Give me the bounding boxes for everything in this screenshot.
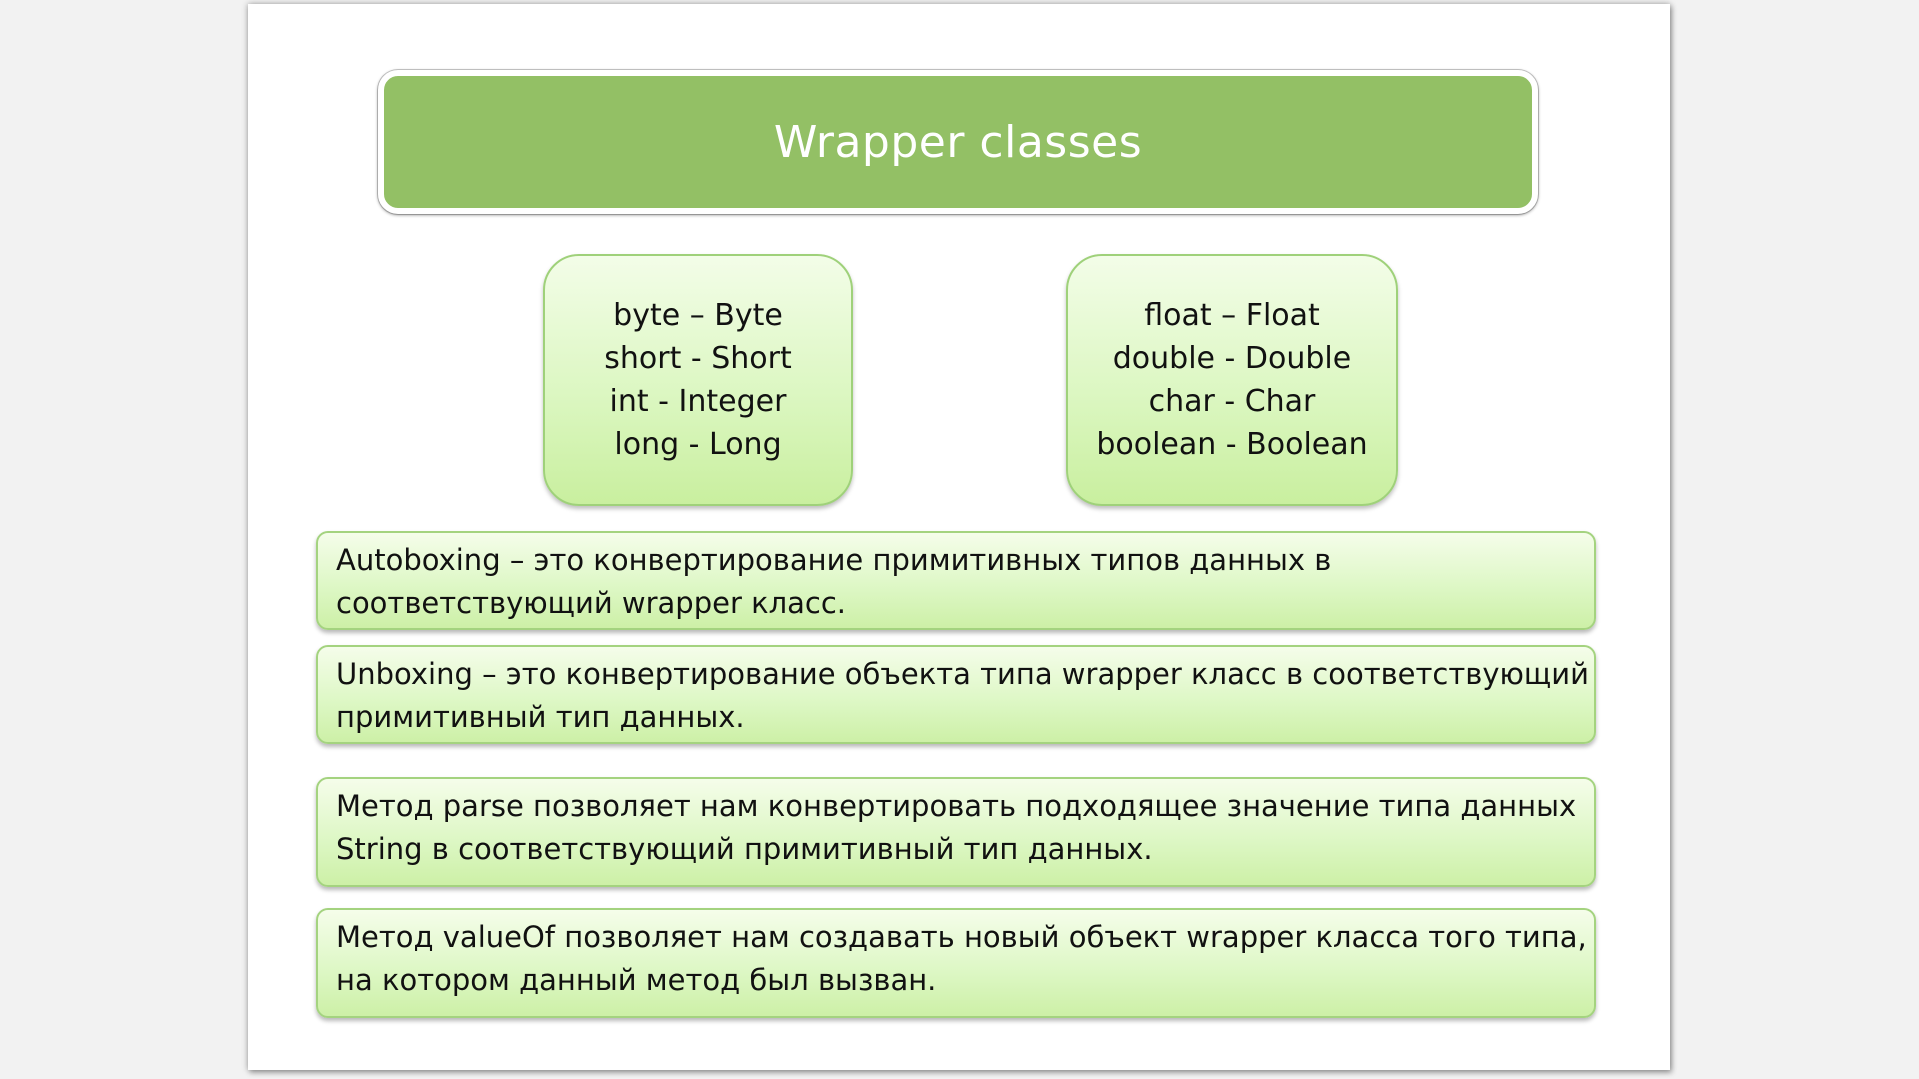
valueof-method-definition-box: Метод valueOf позволяет нам создавать но… [316, 908, 1596, 1018]
type-pair: boolean - Boolean [1096, 427, 1368, 462]
type-pair: long - Long [614, 427, 782, 462]
definition-line: соответствующий wrapper класс. [336, 586, 847, 620]
definition-line: на котором данный метод был вызван. [336, 963, 937, 997]
definition-line: Autoboxing – это конвертирование примити… [336, 543, 1332, 577]
autoboxing-definition-box: Autoboxing – это конвертирование примити… [316, 531, 1596, 630]
type-pair: int - Integer [609, 384, 787, 419]
type-pair: char - Char [1148, 384, 1316, 419]
slide-title: Wrapper classes [773, 116, 1143, 168]
definition-line: Unboxing – это конвертирование объекта т… [336, 657, 1589, 691]
definition-line: примитивный тип данных. [336, 700, 745, 734]
parse-method-definition-box: Метод parse позволяет нам конвертировать… [316, 777, 1596, 887]
slide: Wrapper classes byte – Byte short - Shor… [248, 4, 1670, 1070]
other-types-box: float – Float double - Double char - Cha… [1066, 254, 1398, 506]
slide-title-box: Wrapper classes [378, 70, 1538, 214]
type-pair: short - Short [604, 341, 792, 376]
unboxing-definition-box: Unboxing – это конвертирование объекта т… [316, 645, 1596, 744]
type-pair: double - Double [1112, 341, 1352, 376]
definition-line: Метод valueOf позволяет нам создавать но… [336, 920, 1587, 954]
definition-line: String в соответствующий примитивный тип… [336, 832, 1153, 866]
type-pair: float – Float [1144, 298, 1320, 333]
type-pair: byte – Byte [613, 298, 783, 333]
definition-line: Метод parse позволяет нам конвертировать… [336, 789, 1577, 823]
integer-types-box: byte – Byte short - Short int - Integer … [543, 254, 853, 506]
